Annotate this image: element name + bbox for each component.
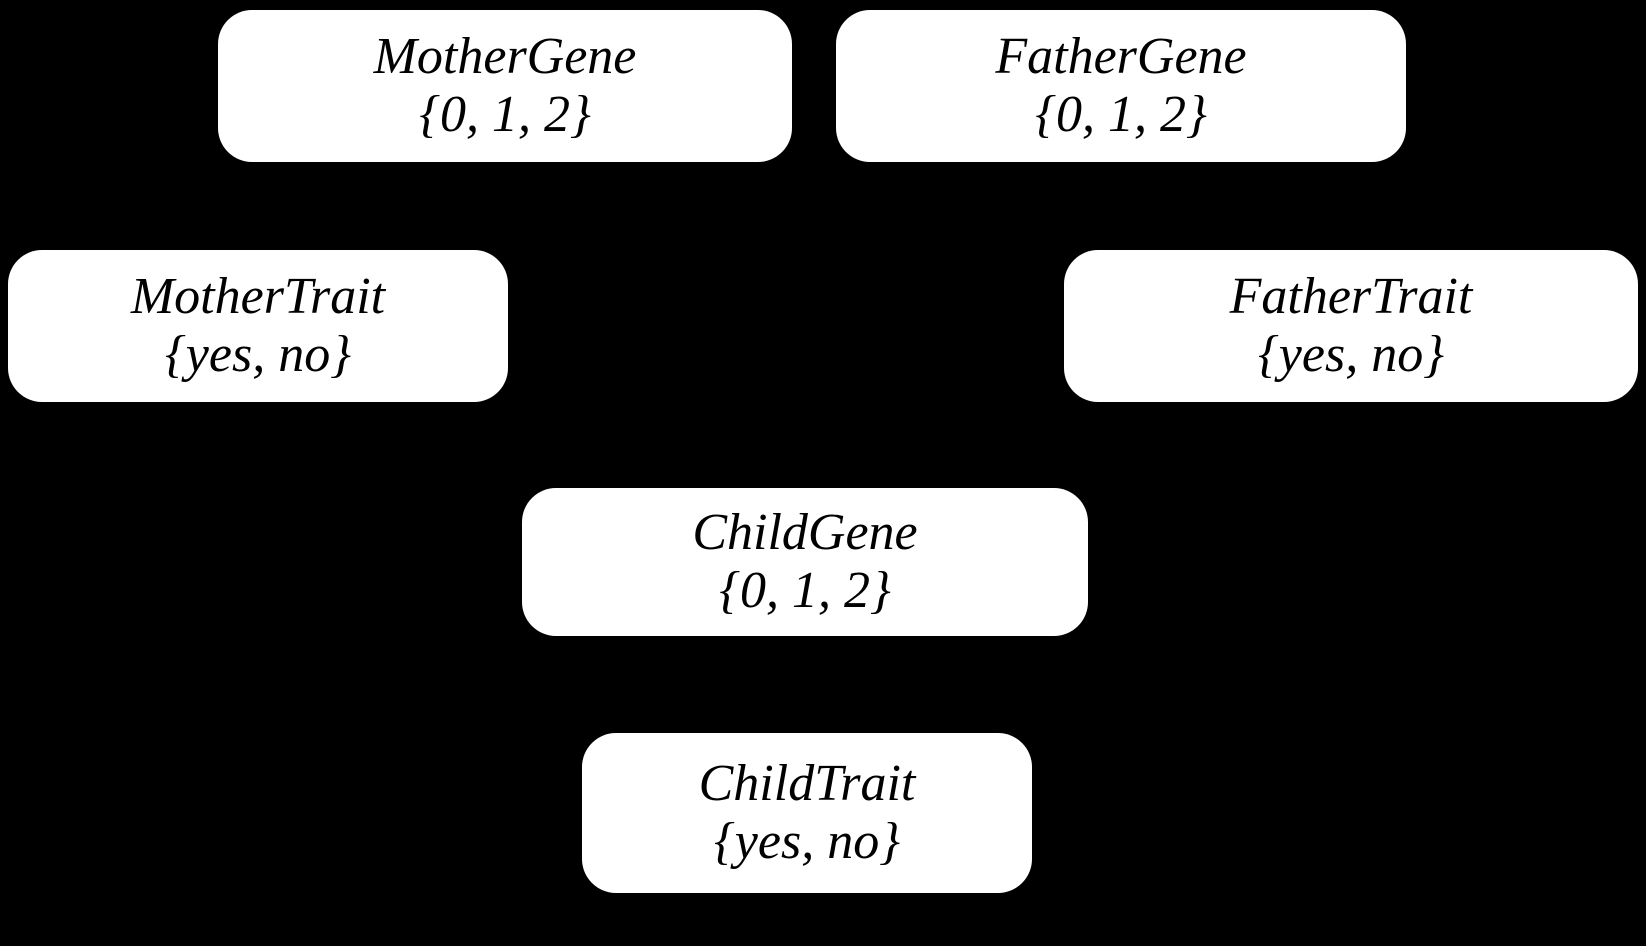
node-mother-gene[interactable]: MotherGene {0, 1, 2}: [218, 10, 792, 162]
node-mother-trait-domain: {yes, no}: [165, 326, 351, 383]
node-mother-trait-label: MotherTrait: [130, 267, 386, 325]
node-child-trait[interactable]: ChildTrait {yes, no}: [582, 733, 1032, 893]
node-mother-gene-label: MotherGene: [373, 27, 637, 85]
node-child-trait-domain: {yes, no}: [714, 813, 900, 870]
node-father-trait[interactable]: FatherTrait {yes, no}: [1064, 250, 1638, 402]
node-father-gene-label: FatherGene: [995, 27, 1247, 85]
node-child-gene-label: ChildGene: [692, 503, 918, 561]
node-mother-gene-domain: {0, 1, 2}: [419, 86, 591, 143]
node-father-gene-domain: {0, 1, 2}: [1035, 86, 1207, 143]
node-child-gene-domain: {0, 1, 2}: [719, 562, 891, 619]
node-child-gene[interactable]: ChildGene {0, 1, 2}: [522, 488, 1088, 636]
node-mother-trait[interactable]: MotherTrait {yes, no}: [8, 250, 508, 402]
node-father-trait-domain: {yes, no}: [1258, 326, 1444, 383]
node-child-trait-label: ChildTrait: [698, 754, 916, 812]
node-father-gene[interactable]: FatherGene {0, 1, 2}: [836, 10, 1406, 162]
node-father-trait-label: FatherTrait: [1229, 267, 1473, 325]
